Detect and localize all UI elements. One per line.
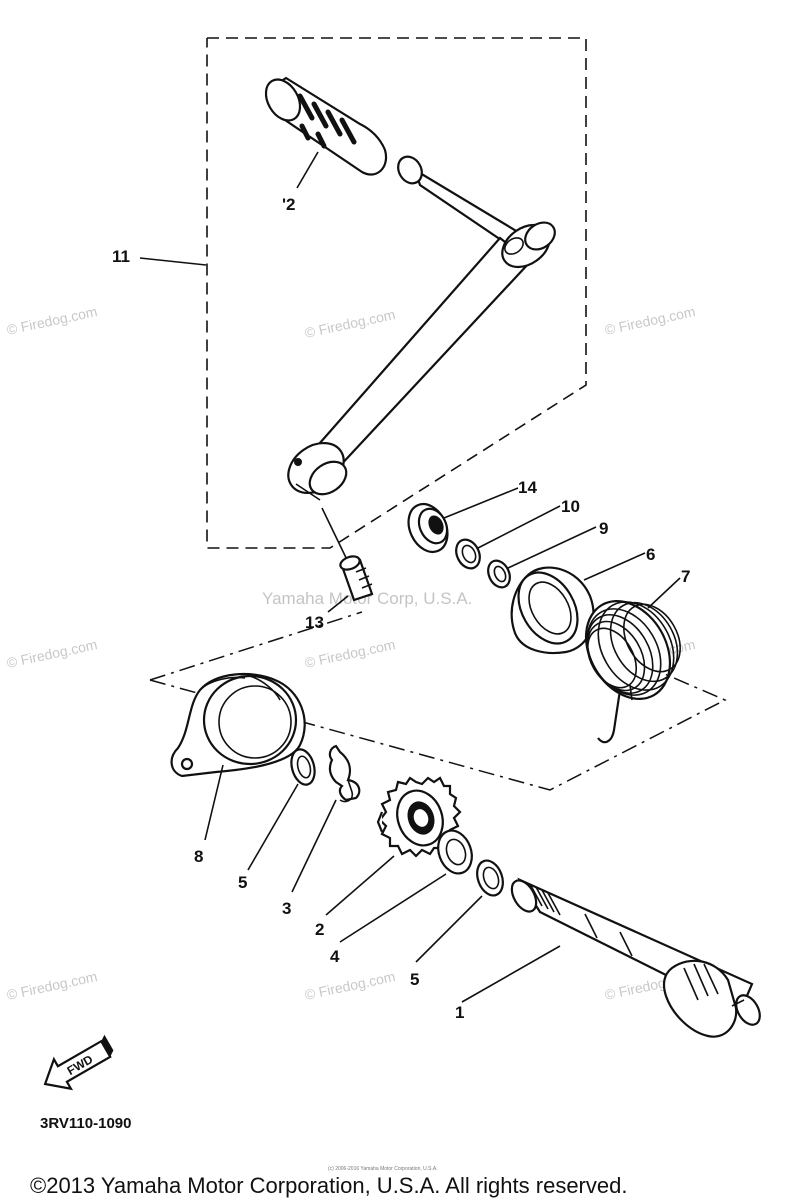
circlip-5-upper bbox=[290, 748, 316, 786]
watermark-firedog: © Firedog.com bbox=[5, 636, 98, 671]
kick-guide-8 bbox=[170, 672, 306, 778]
label-part-5-lower: 5 bbox=[410, 970, 419, 989]
label-part-5-upper: 5 bbox=[238, 873, 247, 892]
label-part-11: 11 bbox=[112, 247, 130, 266]
kick-grip-12 bbox=[264, 76, 423, 185]
watermark-firedog: © Firedog.com bbox=[303, 968, 396, 1003]
watermark-firedog: © Firedog.com bbox=[303, 636, 396, 671]
copyright-text: ©2013 Yamaha Motor Corporation, U.S.A. A… bbox=[30, 1173, 627, 1198]
label-part-9: 9 bbox=[599, 519, 608, 538]
watermark-firedog: © Firedog.com bbox=[303, 306, 396, 341]
label-part-1: 1 bbox=[455, 1003, 464, 1022]
kick-shaft-1 bbox=[510, 877, 761, 1038]
label-part-13: 13 bbox=[305, 613, 324, 632]
label-part-3: 3 bbox=[282, 899, 291, 918]
washer-4 bbox=[437, 829, 473, 875]
assembly-boundary-lower bbox=[149, 611, 363, 681]
circlip-9 bbox=[487, 559, 511, 589]
fine-print: (c) 2006-2016 Yamaha Motor Corporation, … bbox=[328, 1166, 438, 1172]
diagram-code: 3RV110-1090 bbox=[40, 1115, 131, 1132]
washer-10 bbox=[455, 538, 481, 570]
leader-lines bbox=[139, 151, 681, 1003]
clip-3 bbox=[328, 744, 361, 803]
label-part-4: 4 bbox=[330, 947, 340, 966]
part-labels: 11 '2 13 14 10 9 6 7 8 5 3 2 4 5 1 bbox=[112, 195, 690, 1022]
label-part-7: 7 bbox=[681, 567, 690, 586]
watermark-firedog: © Firedog.com bbox=[5, 303, 98, 338]
bolt-13 bbox=[321, 507, 374, 602]
watermark-firedog: © Firedog.com bbox=[603, 303, 696, 338]
watermark-firedog: © Firedog.com bbox=[5, 968, 98, 1003]
label-part-12: '2 bbox=[282, 195, 296, 214]
oil-seal-14 bbox=[407, 502, 449, 554]
circlip-5-lower bbox=[476, 859, 504, 897]
label-part-6: 6 bbox=[646, 545, 655, 564]
label-part-10: 10 bbox=[561, 497, 580, 516]
spring-cover-6 bbox=[510, 566, 595, 655]
label-part-8: 8 bbox=[194, 847, 203, 866]
label-part-2: 2 bbox=[315, 920, 324, 939]
kick-pedal-arm bbox=[287, 167, 556, 501]
torsion-spring-7 bbox=[584, 600, 681, 744]
fwd-arrow-icon: FWD bbox=[43, 1034, 114, 1091]
assembly-boundary-11 bbox=[206, 37, 587, 549]
label-part-14: 14 bbox=[518, 478, 537, 497]
watermark-yamaha: Yamaha Motor Corp, U.S.A. bbox=[262, 589, 472, 608]
